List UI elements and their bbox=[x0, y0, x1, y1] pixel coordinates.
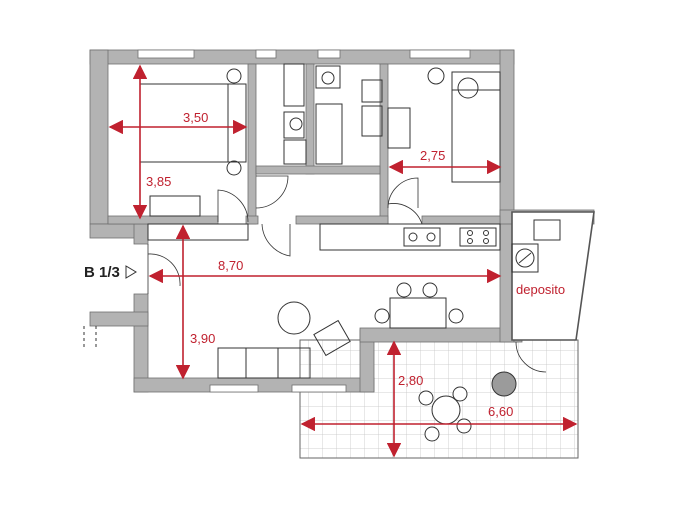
dim-living-width: 8,70 bbox=[218, 258, 243, 273]
dining-table bbox=[389, 297, 447, 329]
kitchen-counter bbox=[319, 223, 501, 251]
dim-bedroom2-width: 2,75 bbox=[420, 148, 445, 163]
coffee-table bbox=[277, 301, 311, 335]
unit-label: B 1/3 bbox=[84, 264, 120, 281]
dimension-lines bbox=[108, 64, 578, 458]
walls bbox=[89, 49, 595, 393]
dim-bedroom-length: 3,85 bbox=[146, 174, 171, 189]
storage-label: deposito bbox=[516, 282, 565, 297]
dim-living-depth: 3,90 bbox=[190, 331, 215, 346]
terrace-plant bbox=[491, 371, 517, 397]
entry-mark bbox=[83, 265, 137, 350]
sofa bbox=[217, 347, 311, 379]
wardrobe bbox=[149, 195, 201, 217]
windows bbox=[137, 49, 471, 393]
dim-terrace-depth: 2,80 bbox=[398, 373, 423, 388]
dim-bedroom-width: 3,50 bbox=[183, 110, 208, 125]
storage-room bbox=[511, 211, 595, 373]
dim-terrace-width: 6,60 bbox=[488, 404, 513, 419]
armchair bbox=[313, 319, 351, 357]
dimension-labels: 3,50 3,85 2,75 8,70 3,90 2,80 6,60 bbox=[146, 110, 513, 419]
bed-single bbox=[451, 71, 501, 183]
